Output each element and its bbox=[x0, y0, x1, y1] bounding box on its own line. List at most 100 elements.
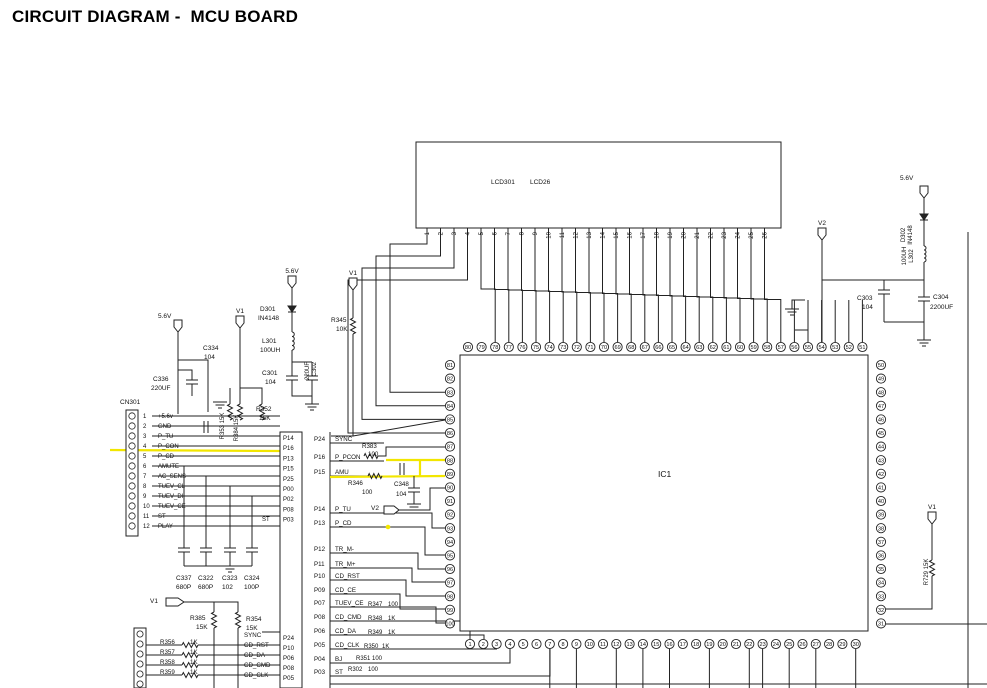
ic1-top-pin: 68 bbox=[628, 345, 634, 351]
ic1-top-pin: 71 bbox=[587, 345, 593, 351]
r345-value: 10K bbox=[336, 326, 348, 333]
c304-value: 2200UF bbox=[930, 304, 953, 311]
ic1-right-pin: 32 bbox=[878, 608, 884, 614]
mcu-signal-5: TR_M- bbox=[335, 546, 354, 553]
supply-5v6-mid-terminal bbox=[287, 275, 297, 289]
ic1-bottom-pin-circle bbox=[757, 638, 768, 650]
lcd-to-ic-wire bbox=[561, 236, 578, 342]
ic1-left-pin-circle bbox=[444, 387, 456, 398]
lcd-pin-number: 20 bbox=[682, 231, 688, 238]
bottom-signal-4: CD_CLK bbox=[244, 672, 269, 679]
ic1-right-pin-circle bbox=[875, 591, 887, 602]
resistor-r357 bbox=[181, 651, 199, 659]
ic1-bottom-pin: 14 bbox=[640, 642, 646, 648]
ic1-top-pin: 63 bbox=[696, 345, 702, 351]
c302-ref: C302 bbox=[312, 361, 318, 376]
supply-5v6-left-terminal bbox=[173, 319, 183, 333]
ic1-bottom-pin-circle bbox=[611, 638, 622, 650]
ic1-bottom-pin: 8 bbox=[562, 642, 565, 648]
ic1-bottom-pin: 7 bbox=[548, 642, 551, 648]
ic1-bottom-pin-circle bbox=[624, 638, 635, 650]
page-title: CIRCUIT DIAGRAM - MCU BOARD bbox=[12, 7, 299, 26]
ic1-top-pin: 77 bbox=[506, 345, 512, 351]
ic1-top-pin: 75 bbox=[533, 345, 539, 351]
lcd-to-ic-wire bbox=[764, 236, 782, 342]
resistor-r385 bbox=[210, 611, 218, 629]
lcd-to-ic-wire bbox=[480, 236, 496, 342]
ic1-left-pin-circle bbox=[444, 373, 456, 384]
lcd-to-ic-left-wire bbox=[389, 236, 445, 393]
lcd-pin-number: 10 bbox=[547, 231, 553, 238]
mcu-right-pin-12: P05 bbox=[314, 642, 326, 649]
cn301-pin bbox=[128, 442, 136, 450]
ic1-right-pin-circle bbox=[875, 509, 887, 520]
ic1-bottom-pin: 11 bbox=[600, 642, 606, 648]
ic1-bottom-pin: 20 bbox=[720, 642, 726, 648]
ic1-top-pin-circle bbox=[653, 341, 664, 353]
r385-ref: R385 bbox=[190, 615, 206, 622]
ic1-bottom-pin-circle bbox=[744, 638, 755, 650]
mcu-right-pin-3: P14 bbox=[314, 506, 326, 513]
mcu-signal-11: CD_DA bbox=[335, 628, 357, 635]
wire bbox=[239, 328, 263, 404]
ic1-top-pin-circle bbox=[490, 341, 501, 353]
wire bbox=[177, 332, 209, 412]
ic1-right-pin-circle bbox=[875, 400, 887, 411]
ic1-right-pin: 38 bbox=[878, 526, 884, 532]
mcu-right-pin-14: P03 bbox=[314, 669, 326, 676]
bottom-signal-3: CD_CMD bbox=[244, 662, 271, 669]
bottom-resistor-value-1: 1K bbox=[190, 649, 198, 656]
lcd-pin-number: 17 bbox=[641, 231, 647, 238]
mcu-right-pin-6: P11 bbox=[314, 561, 325, 568]
r351-ref: R351 bbox=[356, 656, 371, 662]
lcd-pin-number: 12 bbox=[574, 231, 580, 238]
ic1-left-pin-circle bbox=[444, 550, 456, 561]
lcd-pin-number: 9 bbox=[533, 231, 539, 235]
bottom-connector-pin bbox=[136, 640, 144, 648]
ic1-top-pin-circle bbox=[476, 341, 487, 353]
c302-value: 220UF bbox=[305, 362, 311, 380]
mcu-left-pin: P08 bbox=[283, 507, 294, 513]
lcd-module bbox=[415, 141, 782, 229]
ic1-top-pin: 67 bbox=[642, 345, 648, 351]
ic1-left-pin: 91 bbox=[447, 499, 453, 505]
ic1-right-pin-circle bbox=[875, 523, 887, 534]
ic1-left-pin-circle bbox=[444, 604, 456, 615]
ic1-top-pin-circle bbox=[830, 341, 841, 353]
ic1-left-pin: 86 bbox=[447, 431, 453, 437]
ic1-top-pin: 54 bbox=[818, 345, 824, 351]
ic1-bottom-pin: 29 bbox=[839, 642, 845, 648]
ic1-top-pin-circle bbox=[694, 341, 705, 353]
lcd-pin-number: 11 bbox=[560, 231, 566, 238]
lcd-pin-number: 3 bbox=[452, 231, 458, 235]
lcd-to-ic-wire bbox=[615, 236, 632, 342]
lcd-pin-number: 16 bbox=[628, 231, 634, 238]
c334-value: 104 bbox=[204, 354, 215, 361]
ic1-top-pin-circle bbox=[816, 341, 827, 353]
ic1-top-pin-circle bbox=[857, 341, 868, 353]
cn301-signal-11: ST bbox=[158, 514, 166, 520]
supply-v2-terminal bbox=[817, 227, 827, 241]
cn301-pin-number: 12 bbox=[143, 524, 150, 530]
ic1-body bbox=[459, 354, 869, 632]
supply-v1-left-terminal bbox=[235, 315, 245, 329]
lcd-pin-number: 13 bbox=[587, 231, 593, 238]
cn301-pin-number: 2 bbox=[143, 424, 147, 430]
components-layer bbox=[125, 141, 937, 688]
ic1-top-pin: 52 bbox=[846, 345, 852, 351]
cn301-signal-2: GND bbox=[158, 424, 172, 430]
ic1-bottom-pin: 24 bbox=[773, 642, 779, 648]
mcu-left-pin: P14 bbox=[283, 436, 294, 442]
wire bbox=[384, 552, 445, 570]
bottom-resistor-ref-3: R359 bbox=[160, 669, 175, 676]
ic1-right-pin: 48 bbox=[878, 390, 884, 396]
r346-value: 100 bbox=[362, 489, 373, 496]
ic1-bottom-pin-circle bbox=[850, 638, 861, 650]
ic1-right-pin: 36 bbox=[878, 554, 884, 560]
ic1-left-pin-circle bbox=[444, 577, 456, 588]
c301-ref: C301 bbox=[262, 370, 278, 377]
cn301-pin bbox=[128, 462, 136, 470]
ic1-top-pin-circle bbox=[748, 341, 759, 353]
